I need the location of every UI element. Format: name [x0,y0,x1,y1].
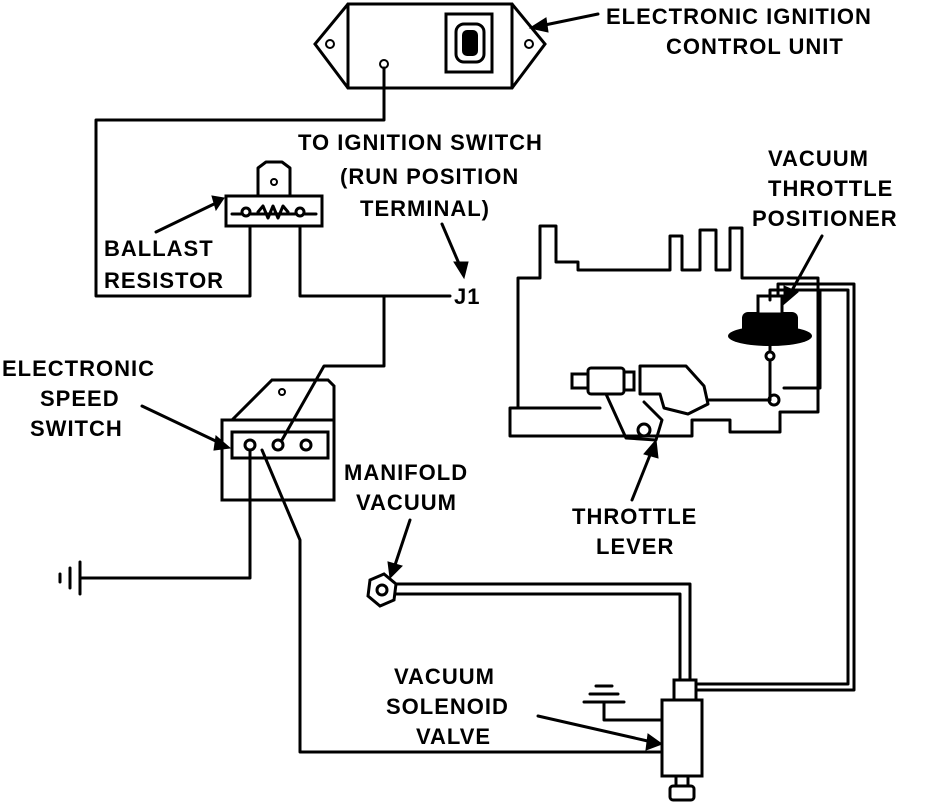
manifold-vacuum-fitting [366,572,398,608]
label-throttle-lever-1: THROTTLE [572,504,697,529]
wiring [78,66,662,754]
label-speed-switch-2: SPEED [40,386,120,411]
label-solenoid-3: VALVE [416,724,491,749]
throttle-lever [570,364,781,442]
label-ballast-1: BALLAST [104,236,214,261]
label-solenoid-2: SOLENOID [386,694,509,719]
label-connector-j1: J1 [454,284,480,309]
label-throttle-lever-2: LEVER [596,534,674,559]
label-ignition-unit-1: ELECTRONIC IGNITION [606,4,872,29]
label-positioner-1: VACUUM [768,146,869,171]
label-ignition-switch-3: TERMINAL) [360,196,490,221]
label-positioner-2: THROTTLE [768,176,893,201]
label-ignition-switch-1: TO IGNITION SWITCH [298,130,543,155]
label-speed-switch-3: SWITCH [30,416,123,441]
label-manifold-1: MANIFOLD [344,460,468,485]
solenoid-ground-symbol [582,684,664,722]
label-positioner-3: POSITIONER [752,206,898,231]
label-ballast-2: RESISTOR [104,268,224,293]
ballast-resistor [224,160,324,228]
vacuum-throttle-positioner [728,288,822,402]
vacuum-solenoid-valve [660,678,704,802]
electronic-speed-switch [220,378,336,502]
leader-arrows [140,12,824,751]
ground-symbol [58,560,82,596]
label-solenoid-1: VACUUM [394,664,495,689]
label-speed-switch-1: ELECTRONIC [2,356,155,381]
throttle-body [508,224,820,438]
label-ignition-unit-2: CONTROL UNIT [666,34,844,59]
label-ignition-switch-2: (RUN POSITION [340,164,519,189]
label-manifold-2: VACUUM [356,490,457,515]
ignition-control-unit [313,2,547,90]
